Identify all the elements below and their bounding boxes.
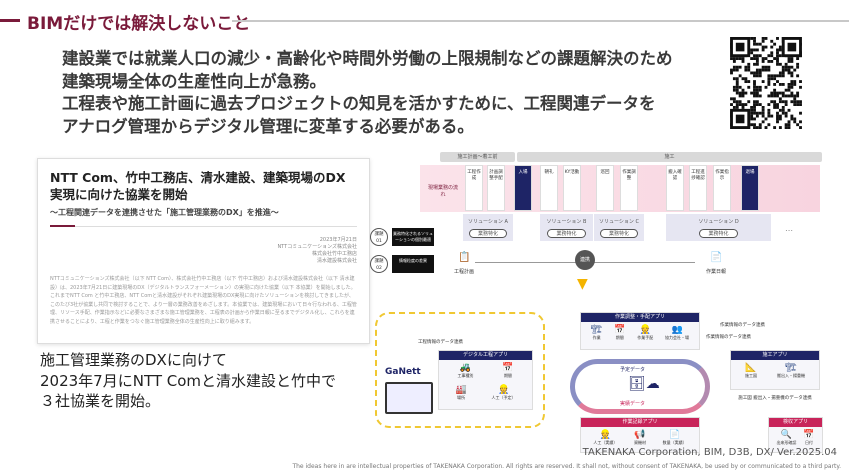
inspection-app: 検収アプリ 🔍出来形確認 📅日付 xyxy=(768,417,823,453)
press-divider xyxy=(50,225,357,227)
worker-icon: 👷人工（実績） xyxy=(593,430,618,445)
workflow-step: 作業調整 xyxy=(620,165,638,211)
press-title: NTT Com、竹中工務店、清水建設、建築現場のDX実現に向けた協業を開始 xyxy=(50,170,346,202)
solution-b: ソリューション B 業務特化 xyxy=(540,214,593,241)
report-icon: 📄 xyxy=(710,252,723,263)
press-meta: 2023年7月21日 NTTコミュニケーションズ株式会社 株式会社竹中工務店 清… xyxy=(50,237,357,265)
footer-disclaimer: The ideas here in are intellectual prope… xyxy=(292,463,841,470)
data-loop xyxy=(570,359,710,414)
workflow-step: 搬入確認 xyxy=(666,165,684,211)
report-label: 作業日報 xyxy=(706,269,727,275)
press-company: 株式会社竹中工務店 xyxy=(311,251,357,257)
workflow-step: 入場 xyxy=(514,165,532,211)
footer-credit: TAKENAKA Corporation, BIM, D3B, DX/ Ver.… xyxy=(582,447,837,458)
solution-a: ソリューション A 業務特化 xyxy=(463,214,513,241)
workflow-step: 作業指示 xyxy=(713,165,731,211)
loop-bottom-label: 実績データ xyxy=(620,401,646,407)
work-record-app: 作業記録アプリ 👷人工（実績） 📢資機材 📄数量（実績） xyxy=(580,417,700,453)
solution-pill: 業務特化 xyxy=(699,229,738,238)
solution-label: ソリューション C xyxy=(599,219,639,225)
press-body: NTTコミュニケーションズ株式会社（以下 NTT Com）、株式会社竹中工務店（… xyxy=(50,276,357,325)
issue-text: 情報粒度の差異 xyxy=(392,255,434,273)
issue-text: 業務特化されるソリューションの個別最適 xyxy=(392,228,434,246)
workflow-step: 朝礼 xyxy=(540,165,558,211)
title-divider xyxy=(232,20,849,22)
workflow-step: 工程作成 xyxy=(465,165,483,211)
press-date: 2023年7月21日 xyxy=(319,237,357,243)
flow-label: 施工図 搬出入・揚重機のデータ連携 xyxy=(738,396,812,401)
megaphone-icon: 📢資機材 xyxy=(633,430,646,445)
solution-c: ソリューション C 業務特化 xyxy=(594,214,644,241)
app-title: 検収アプリ xyxy=(769,418,822,427)
more-icon: ⋯ xyxy=(785,226,793,235)
summary-line: 2023年7月にNTT Comと清水建設と竹中で xyxy=(40,371,337,390)
lead-line: 工程表や施工計画に過去プロジェクトの知見を活かすために、工程関連データを xyxy=(62,94,656,113)
database-cloud-icon: 🗄☁ xyxy=(628,376,660,392)
calendar-icon: 📅期間 xyxy=(502,363,514,378)
workflow-step: 計画調整手配 xyxy=(487,165,505,211)
workflow-step: KY活動 xyxy=(563,165,581,211)
phase-label: 施工計画〜着工前 xyxy=(440,152,515,162)
excavator-icon: 🏗作業 xyxy=(590,325,603,340)
construction-app: 施工アプリ 📐施工図 🏗搬出入・揚重機 xyxy=(730,350,820,390)
link-badge: 連携 xyxy=(575,250,595,270)
document-icon: 📄数量（実績） xyxy=(662,430,687,445)
app-title: 作業調整・手配アプリ xyxy=(581,313,699,322)
solution-d: ソリューション D 業務特化 xyxy=(666,214,771,241)
issue-badge: 課題 02 xyxy=(370,255,388,273)
band-label: 現場業務の流れ xyxy=(428,185,459,198)
solution-pill: 業務特化 xyxy=(547,229,586,238)
solution-pill: 業務特化 xyxy=(468,229,507,238)
app-title: 施工アプリ xyxy=(731,351,819,360)
digital-schedule-app: デジタル工程アプリ 🚜工事種別 📅期間 🏭場所 👷人工（予定） xyxy=(438,350,533,410)
worker-icon: 👷作業手配 xyxy=(637,325,654,340)
flow-label: 作業情報のデータ連携 xyxy=(706,335,751,340)
drawing-icon: 📐施工図 xyxy=(745,363,757,378)
crane-icon: 🏗搬出入・揚重機 xyxy=(777,363,805,378)
ganett-logo: GaNett xyxy=(385,367,421,377)
workflow-step: 工程進捗確認 xyxy=(689,165,707,211)
app-title: 作業記録アプリ xyxy=(581,418,699,427)
calendar-icon: 📅日付 xyxy=(803,430,815,445)
slide-title: BIMだけでは解決しないこと xyxy=(27,14,251,34)
solution-label: ソリューション B xyxy=(546,219,587,225)
search-icon: 🔍出来形確認 xyxy=(776,430,797,445)
summary-line: 施工管理業務のDXに向けて xyxy=(40,351,227,369)
document-icon: 📋 xyxy=(458,252,471,263)
summary-text: 施工管理業務のDXに向けて 2023年7月にNTT Comと清水建設と竹中で ３… xyxy=(40,350,336,412)
work-adjust-app: 作業調整・手配アプリ 🏗作業 📅期間 👷作業手配 👥協力会社・場 xyxy=(580,312,700,350)
summary-line: ３社協業を開始。 xyxy=(40,392,161,410)
lead-line: アナログ管理からデジタル管理に変革する必要がある。 xyxy=(62,116,474,136)
lead-line: 建設業では就業人口の減少・高齢化や時間外労働の上限規制などの課題解決のため xyxy=(62,49,673,68)
laptop-screen xyxy=(385,382,433,414)
press-company: 清水建設株式会社 xyxy=(316,258,357,264)
workflow-step: 巡回 xyxy=(596,165,614,211)
lead-text: 建設業では就業人口の減少・高齢化や時間外労働の上限規制などの課題解決のため 建築… xyxy=(62,48,673,138)
qr-code[interactable] xyxy=(730,37,802,129)
app-title: デジタル工程アプリ xyxy=(439,351,532,360)
title-accent xyxy=(0,19,20,22)
calendar-icon: 📅期間 xyxy=(614,325,626,340)
ganett-group xyxy=(375,312,545,428)
issue-badge: 課題 01 xyxy=(370,228,388,246)
team-icon: 👥協力会社・場 xyxy=(665,325,690,340)
plan-label: 工程計画 xyxy=(454,269,475,275)
down-arrow-icon: ▼ xyxy=(577,276,588,292)
place-icon: 🏭場所 xyxy=(455,385,467,400)
machine-icon: 🚜工事種別 xyxy=(457,363,474,378)
flow-label: 作業情報のデータ連携 xyxy=(720,323,765,328)
lead-line: 建築現場全体の生産性向上が急務。 xyxy=(62,71,326,91)
press-company: NTTコミュニケーションズ株式会社 xyxy=(277,244,357,250)
solution-label: ソリューション D xyxy=(698,219,739,225)
dx-diagram: 施工計画〜着工前 施工 現場業務の流れ 工程作成計画調整手配入場朝礼 KY活動巡回… xyxy=(370,152,840,453)
flow-label: 工程情報のデータ連携 xyxy=(418,340,463,345)
solution-label: ソリューション A xyxy=(468,219,508,225)
solution-pill: 業務特化 xyxy=(599,229,638,238)
press-subtitle: ～工程関連データを連携させた「施工管理業務のDX」を推進～ xyxy=(50,208,279,217)
phase-label: 施工 xyxy=(517,152,822,162)
loop-top-label: 予定データ xyxy=(620,367,646,373)
press-release-card: NTT Com、竹中工務店、清水建設、建築現場のDX実現に向けた協業を開始 ～工… xyxy=(37,158,370,344)
workflow-step: 退場 xyxy=(741,165,759,211)
worker-icon: 👷人工（予定） xyxy=(491,385,516,400)
